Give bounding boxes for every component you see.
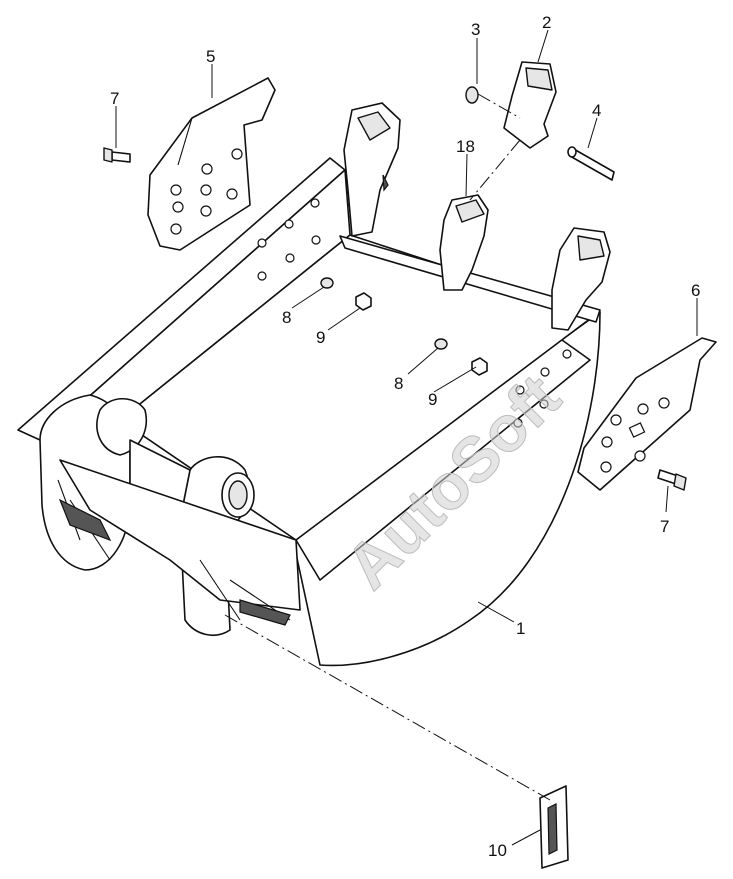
id-plate-part-10 [539, 785, 569, 869]
bucket-body [17, 157, 601, 667]
callout-10: 10 [488, 841, 507, 860]
washer-part-8-left [320, 277, 334, 289]
bolt-part-7-right [657, 469, 687, 491]
assembly-lines [224, 93, 551, 801]
callout-7-bottom: 7 [660, 517, 669, 536]
callout-1: 1 [516, 619, 525, 638]
callout-9-left: 9 [316, 328, 325, 347]
callout-18: 18 [456, 137, 475, 156]
washer-part-8-right [434, 338, 448, 350]
nut-part-9-left [355, 292, 372, 311]
leader-lines [115, 29, 698, 846]
side-wall-holes-right [513, 349, 572, 428]
callout-labels: 5 3 2 4 18 7 6 8 9 8 9 7 1 10 [110, 13, 700, 860]
callout-8-left: 8 [282, 308, 291, 327]
callout-3: 3 [471, 20, 480, 39]
callout-8-right: 8 [394, 374, 403, 393]
bolt-part-7-left [103, 147, 131, 163]
callout-5: 5 [206, 47, 215, 66]
callout-7-top: 7 [110, 89, 119, 108]
tooth-adapter-left [343, 102, 401, 237]
side-cutter-part-6 [577, 337, 717, 491]
retainer-washer-part-3 [465, 86, 479, 104]
side-wall-holes-left [257, 198, 321, 281]
callout-6: 6 [691, 281, 700, 300]
callout-2: 2 [542, 13, 551, 32]
tooth-part-2 [503, 61, 557, 149]
callout-4: 4 [592, 101, 601, 120]
tooth-adapter-right [551, 227, 611, 331]
nut-part-9-right [471, 357, 488, 376]
tooth-adapter-center [439, 194, 489, 291]
callout-9-right: 9 [428, 390, 437, 409]
side-cutter-part-5 [147, 77, 276, 251]
pin-part-4 [567, 146, 615, 181]
